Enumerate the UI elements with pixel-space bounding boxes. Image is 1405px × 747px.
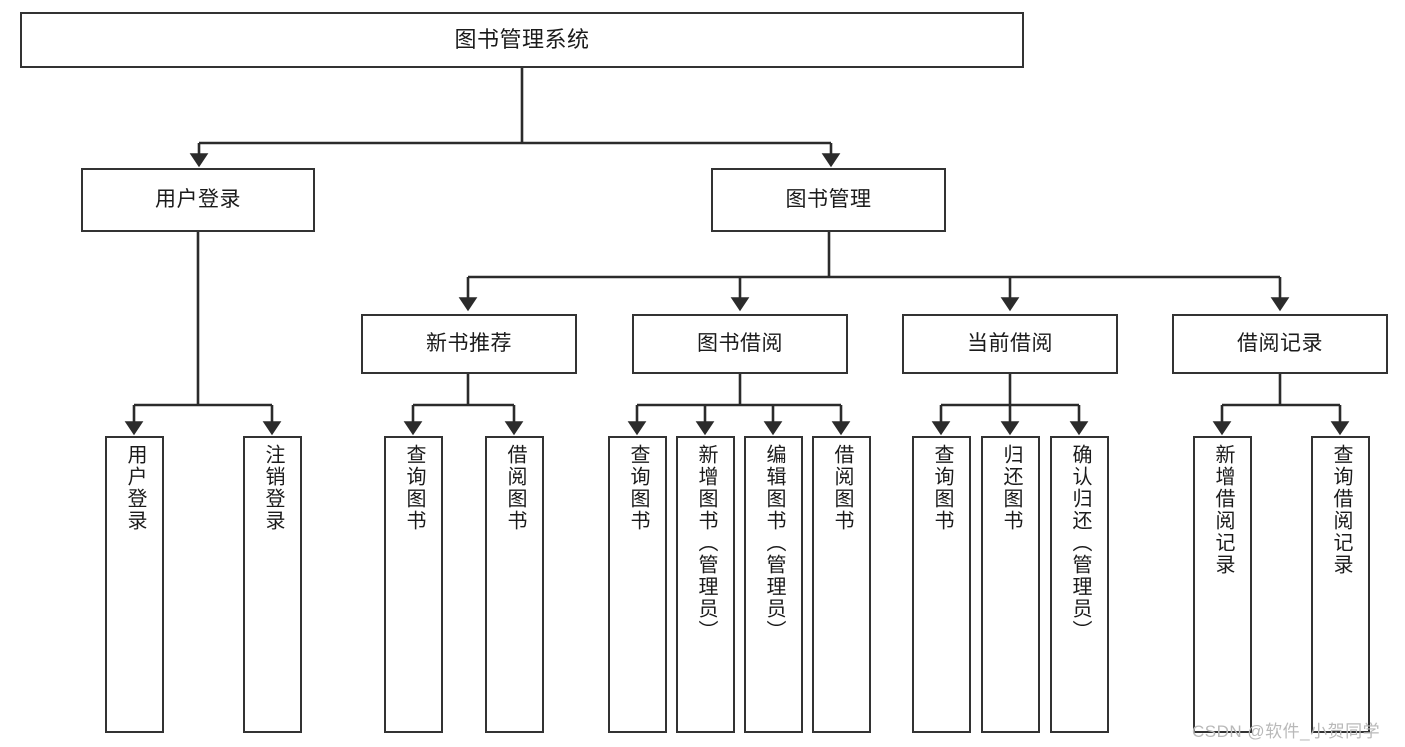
watermark-text: CSDN @软件_小贺同学 — [1192, 722, 1381, 741]
node-new-book-recommend[interactable]: 新书推荐 — [361, 314, 577, 374]
node-label: 查询图书 — [403, 444, 425, 532]
node-label: 借阅图书 — [831, 444, 853, 532]
node-borrow-record[interactable]: 借阅记录 — [1172, 314, 1388, 374]
leaf-query-book-current[interactable]: 查询图书 — [912, 436, 971, 733]
leaf-add-book-admin[interactable]: 新增图书（管理员） — [676, 436, 735, 733]
node-label: 当前借阅 — [967, 331, 1053, 355]
leaf-borrow-book[interactable]: 借阅图书 — [812, 436, 871, 733]
node-label: 图书借阅 — [697, 331, 783, 355]
node-label: 图书管理 — [785, 187, 872, 211]
node-current-borrow[interactable]: 当前借阅 — [902, 314, 1118, 374]
node-label: 借阅图书 — [504, 444, 526, 532]
node-label: 借阅记录 — [1237, 331, 1323, 355]
leaf-edit-book-admin[interactable]: 编辑图书（管理员） — [744, 436, 803, 733]
node-root-system[interactable]: 图书管理系统 — [20, 12, 1024, 68]
leaf-query-book-borrow[interactable]: 查询图书 — [608, 436, 667, 733]
leaf-query-book-recommend[interactable]: 查询图书 — [384, 436, 443, 733]
node-label: 归还图书 — [1000, 444, 1022, 532]
leaf-confirm-return-admin[interactable]: 确认归还（管理员） — [1050, 436, 1109, 733]
node-label: 用户登录 — [155, 187, 241, 211]
node-label: 查询图书 — [931, 444, 953, 532]
node-user-login[interactable]: 用户登录 — [81, 168, 315, 232]
leaf-return-book[interactable]: 归还图书 — [981, 436, 1040, 733]
node-label: 查询图书 — [627, 444, 649, 532]
node-label: 查询借阅记录 — [1330, 444, 1352, 576]
leaf-add-borrow-record[interactable]: 新增借阅记录 — [1193, 436, 1252, 733]
leaf-user-login[interactable]: 用户登录 — [105, 436, 164, 733]
node-label: 确认归还（管理员） — [1069, 444, 1091, 642]
node-book-management[interactable]: 图书管理 — [711, 168, 946, 232]
node-label: 新书推荐 — [426, 331, 512, 355]
leaf-query-borrow-record[interactable]: 查询借阅记录 — [1311, 436, 1370, 733]
node-label: 编辑图书（管理员） — [763, 444, 785, 642]
node-book-borrow[interactable]: 图书借阅 — [632, 314, 848, 374]
node-label: 用户登录 — [124, 444, 146, 532]
leaf-borrow-book-recommend[interactable]: 借阅图书 — [485, 436, 544, 733]
node-label: 新增图书（管理员） — [695, 444, 717, 642]
node-label: 新增借阅记录 — [1212, 444, 1234, 576]
node-label: 注销登录 — [262, 444, 284, 532]
node-label: 图书管理系统 — [454, 27, 590, 53]
leaf-logout[interactable]: 注销登录 — [243, 436, 302, 733]
